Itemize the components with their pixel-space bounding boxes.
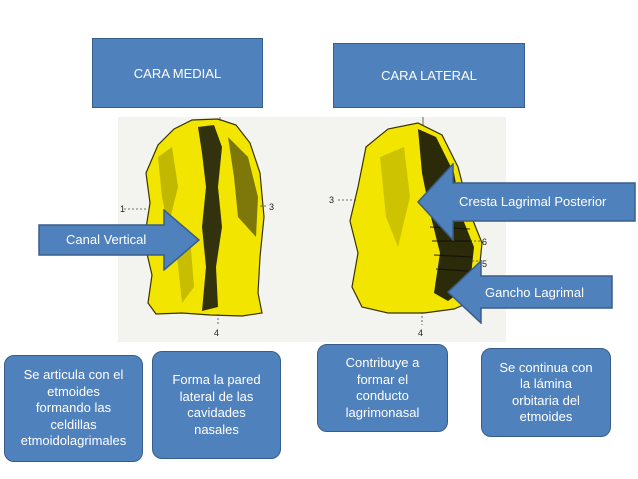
info-box-2-line: nasales [194, 421, 239, 437]
info-box-1-line: formando las [35, 400, 112, 416]
label-medial-1: 1 [120, 204, 125, 214]
arrow-gancho-lagrimal: Gancho Lagrimal [447, 260, 613, 324]
info-box-4-line: etmoides [519, 409, 573, 424]
info-box-1-line: etmoidolagrimales [20, 433, 127, 449]
info-box-3-line: Contribuye a [345, 355, 420, 370]
info-box-1-line: celdillas [50, 416, 97, 432]
info-box-2-line: lateral de las [179, 388, 254, 404]
title-cara-lateral-text: CARA LATERAL [381, 68, 477, 83]
info-box-1-line: Se articula con el [23, 367, 124, 383]
info-box-2-line: cavidades [187, 405, 246, 420]
label-lateral-3: 3 [329, 195, 334, 205]
label-lateral-4: 4 [418, 328, 423, 338]
label-lateral-6: 6 [482, 237, 487, 247]
label-lateral-5: 5 [482, 259, 487, 269]
info-box-lamina-orbitaria: Se continua con la lámina orbitaria del … [481, 348, 611, 437]
label-medial-3: 3 [269, 202, 274, 212]
info-box-4-line: orbitaria del [512, 392, 580, 408]
arrow-left-icon [447, 260, 613, 324]
info-box-pared-lateral: Forma la pared lateral de las cavidades … [152, 351, 281, 459]
info-box-3-line: conducto [356, 388, 409, 403]
info-box-conducto-lagrimonasal: Contribuye a formar el conducto lagrimon… [317, 344, 448, 432]
title-cara-lateral: CARA LATERAL [333, 43, 525, 108]
arrow-canal-vertical-label: Canal Vertical [66, 232, 147, 247]
arrow-left-icon [417, 163, 636, 241]
info-box-2-line: Forma la pared [172, 372, 261, 387]
label-medial-4: 4 [214, 328, 219, 338]
title-cara-medial-text: CARA MEDIAL [133, 65, 222, 81]
title-cara-medial: CARA MEDIAL [92, 38, 263, 108]
info-box-4-line: Se continua con [499, 359, 593, 375]
info-box-articulacion: Se articula con el etmoides formando las… [4, 355, 143, 462]
bone-medial-face: 1 2 3 4 [120, 117, 274, 338]
arrow-right-icon [38, 209, 200, 271]
info-box-3-line: formar el [356, 371, 409, 387]
info-box-1-line: etmoides [47, 383, 100, 399]
arrow-gancho-lagrimal-label: Gancho Lagrimal [485, 285, 584, 300]
info-box-3-line: lagrimonasal [345, 404, 420, 420]
arrow-cresta-lagrimal-label: Cresta Lagrimal Posterior [459, 194, 607, 209]
arrow-canal-vertical: Canal Vertical [38, 209, 200, 271]
info-box-4-line: la lámina [519, 376, 572, 391]
arrow-cresta-lagrimal: Cresta Lagrimal Posterior [417, 163, 636, 241]
